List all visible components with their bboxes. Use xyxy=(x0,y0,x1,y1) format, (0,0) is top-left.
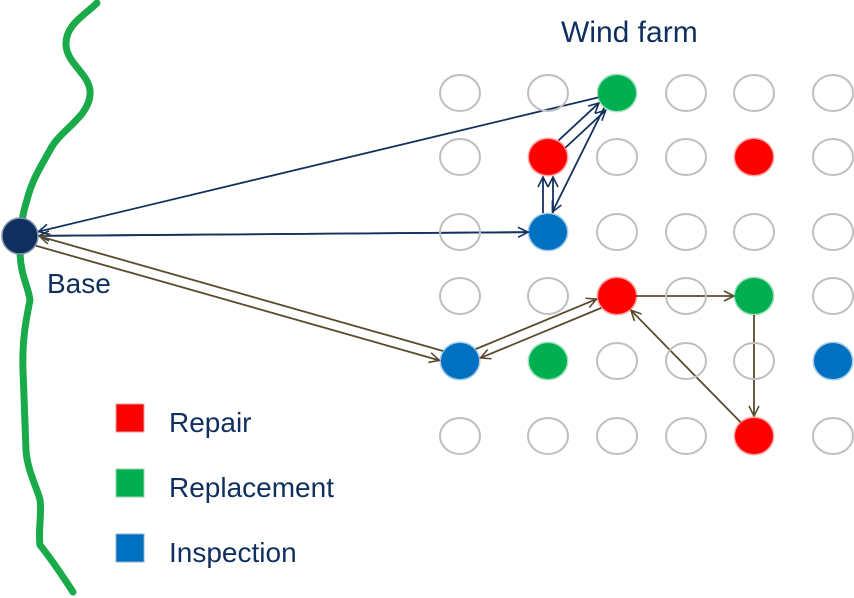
vessel-1-leg-7 xyxy=(552,107,605,212)
vessel-2-leg-4 xyxy=(480,307,602,358)
base-label: Base xyxy=(47,268,111,299)
turbine-replacement-r5c2 xyxy=(527,341,569,381)
vessel-2-leg-2 xyxy=(40,236,444,352)
vessel-1-leg-8 xyxy=(38,96,599,231)
vessel-1-leg-5 xyxy=(557,103,599,142)
turbine-idle-r1c1 xyxy=(439,74,481,112)
turbine-idle-r4c1 xyxy=(439,277,481,315)
vessel-1-leg-2 xyxy=(39,232,530,236)
turbine-idle-r5c5 xyxy=(733,342,775,380)
routes xyxy=(35,96,754,424)
turbine-idle-r4c4 xyxy=(665,277,707,315)
turbine-idle-r6c4 xyxy=(665,417,707,455)
vessel-2-leg-3 xyxy=(475,299,597,350)
legend-label-inspection: Inspection xyxy=(169,537,297,568)
legend-swatch-replacement xyxy=(115,468,145,498)
turbine-idle-r1c5 xyxy=(733,74,775,112)
turbine-inspection-r3c2 xyxy=(527,212,569,252)
turbine-repair-r6c5 xyxy=(733,416,775,456)
turbine-idle-r5c3 xyxy=(596,342,638,380)
turbine-idle-r2c1 xyxy=(439,138,481,176)
turbine-idle-r6c3 xyxy=(596,417,638,455)
turbine-idle-r4c2 xyxy=(527,277,569,315)
turbine-idle-r6c6 xyxy=(812,417,854,455)
turbine-idle-r6c1 xyxy=(439,417,481,455)
vessel-2-leg-1 xyxy=(35,244,439,361)
turbine-idle-r6c2 xyxy=(527,417,569,455)
turbine-idle-r3c4 xyxy=(665,213,707,251)
turbine-idle-r3c3 xyxy=(596,213,638,251)
turbine-idle-r1c6 xyxy=(812,74,854,112)
legend-item-inspection: Inspection xyxy=(115,533,297,568)
turbine-replacement-r4c5 xyxy=(733,276,775,316)
turbine-idle-r3c5 xyxy=(733,213,775,251)
legend: Repair Replacement Inspection xyxy=(115,403,334,568)
legend-label-repair: Repair xyxy=(169,407,251,438)
turbine-idle-r2c4 xyxy=(665,138,707,176)
turbine-inspection-r5c1 xyxy=(439,341,481,381)
turbine-idle-r1c2 xyxy=(527,74,569,112)
turbine-repair-r2c2 xyxy=(527,137,569,177)
turbine-idle-r2c6 xyxy=(812,138,854,176)
wind-farm-title: Wind farm xyxy=(561,16,698,49)
turbine-idle-r4c6 xyxy=(812,277,854,315)
turbine-inspection-r5c6 xyxy=(812,341,854,381)
legend-item-repair: Repair xyxy=(115,403,251,438)
turbine-idle-r5c4 xyxy=(665,342,707,380)
turbine-idle-r1c4 xyxy=(665,74,707,112)
turbine-repair-r4c3 xyxy=(596,276,638,316)
legend-swatch-repair xyxy=(115,403,145,433)
vessel-2-leg-7 xyxy=(631,310,742,424)
turbine-idle-r2c3 xyxy=(596,138,638,176)
legend-label-replacement: Replacement xyxy=(169,472,334,503)
turbine-idle-r3c6 xyxy=(812,213,854,251)
turbine-repair-r2c5 xyxy=(733,137,775,177)
coastline xyxy=(16,0,101,596)
legend-swatch-inspection xyxy=(115,533,145,563)
legend-item-replacement: Replacement xyxy=(115,468,334,503)
turbine-idle-r3c1 xyxy=(439,213,481,251)
turbine-replacement-r1c3 xyxy=(596,73,638,113)
turbine-grid xyxy=(439,73,854,456)
base-node xyxy=(1,217,39,255)
